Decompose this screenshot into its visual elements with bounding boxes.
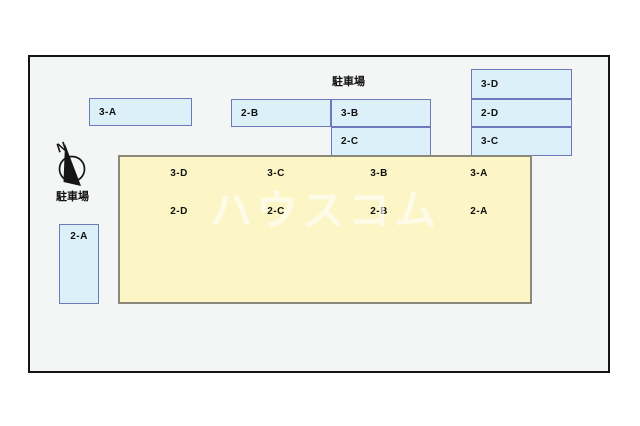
unit-label-2a: 2-A <box>470 206 488 217</box>
parking-space-3b: 3-B <box>331 99 431 127</box>
parking-space-2b: 2-B <box>231 99 331 127</box>
parking-space-label: 2-B <box>241 107 259 119</box>
unit-label-3c: 3-C <box>267 168 285 179</box>
unit-label-2c: 2-C <box>267 206 285 217</box>
parking-space-label: 3-D <box>481 78 499 90</box>
parking-space-label: 2-D <box>481 107 499 119</box>
north-arrow-icon <box>63 144 81 186</box>
parking-space-3a: 3-A <box>89 98 192 126</box>
building-block: 3-D 3-C 3-B 3-A 2-D 2-C 2-B 2-A ハウスコム <box>118 155 532 304</box>
parking-space-3d: 3-D <box>471 69 572 99</box>
parking-space-2c: 2-C <box>331 127 431 156</box>
unit-label-3b: 3-B <box>370 168 388 179</box>
parking-space-label: 2-A <box>70 231 88 242</box>
unit-label-3a: 3-A <box>470 168 488 179</box>
parking-space-label: 3-A <box>99 106 117 118</box>
compass-north-letter: N <box>55 138 69 155</box>
parking-space-label: 2-C <box>341 136 359 147</box>
parking-lot-label-left: 駐車場 <box>56 191 89 203</box>
parking-space-2d: 2-D <box>471 99 572 127</box>
parking-lot-label-top: 駐車場 <box>332 76 365 88</box>
north-compass-icon: N <box>55 138 86 186</box>
parking-space-label: 3-C <box>481 136 499 147</box>
unit-label-3d: 3-D <box>170 168 188 179</box>
site-plan-frame: 駐車場 3-A 2-B 3-B 2-C 3-D 2-D 3-C 2-A N 駐車… <box>28 55 610 373</box>
unit-label-2b: 2-B <box>370 206 388 217</box>
housecom-watermark: ハウスコム <box>210 187 441 234</box>
unit-label-2d: 2-D <box>170 206 188 217</box>
parking-space-label: 3-B <box>341 107 359 119</box>
parking-space-3c: 3-C <box>471 127 572 156</box>
parking-space-2a: 2-A <box>59 224 99 304</box>
